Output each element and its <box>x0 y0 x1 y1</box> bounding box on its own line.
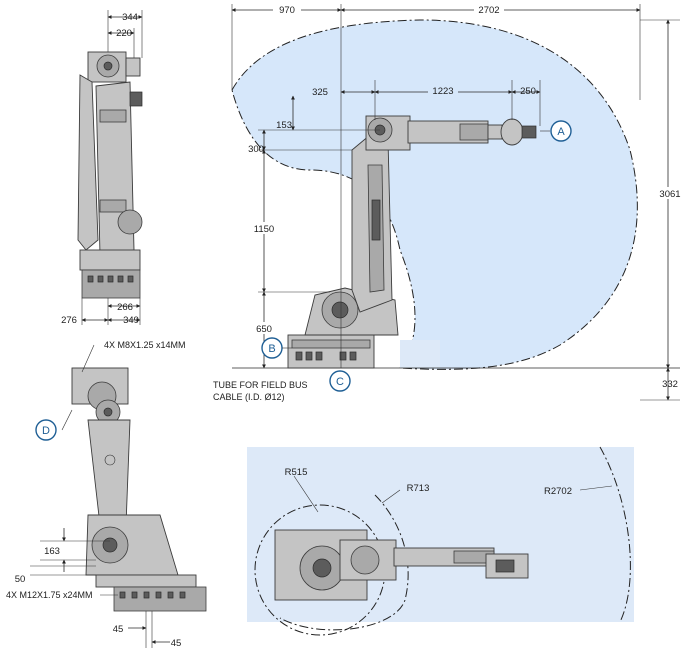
callout-b-label: B <box>268 343 275 355</box>
note-bolts-top: 4X M8X1.25 x14MM <box>104 340 186 350</box>
dim-650: 650 <box>256 324 272 335</box>
r713-arc <box>279 494 409 631</box>
robot-side-drawing <box>77 51 143 299</box>
dim-2702-top: 2702 <box>478 5 499 16</box>
dim-45-right: 45 <box>171 638 182 649</box>
dim-1223: 1223 <box>432 86 453 97</box>
callout-a-label: A <box>557 126 565 138</box>
callout-c <box>329 370 351 392</box>
robot-back-drawing <box>71 367 207 612</box>
dim-344: 344 <box>122 12 138 23</box>
front-view: 970 2702 325 1223 250 153 300 1150 650 3… <box>213 4 684 402</box>
label-r515: R515 <box>285 467 308 478</box>
side-view: 344 220 266 276 349 <box>61 10 143 326</box>
dim-300: 300 <box>248 144 264 155</box>
note-bolts-base: 4X M12X1.75 x24MM <box>6 590 93 600</box>
robot-top-drawing <box>274 529 529 601</box>
dim-349: 349 <box>123 315 139 326</box>
callout-d-label: D <box>42 425 50 437</box>
dim-1150: 1150 <box>254 224 274 235</box>
dim-163: 163 <box>44 546 60 557</box>
r2702-arc <box>599 446 631 623</box>
dim-332: 332 <box>662 379 678 390</box>
callout-d <box>35 419 57 441</box>
dim-45-left: 45 <box>113 624 124 635</box>
callout-a <box>550 120 572 142</box>
dim-153: 153 <box>276 120 292 131</box>
back-view: 4X M8X1.25 x14MM D 163 50 4X M12X1.75 x2… <box>6 340 207 649</box>
dim-970: 970 <box>279 5 295 16</box>
robot-front-drawing <box>287 115 537 369</box>
dim-250: 250 <box>520 86 536 97</box>
dim-50: 50 <box>15 574 26 585</box>
callout-c-label: C <box>336 376 344 388</box>
dim-220: 220 <box>116 28 132 39</box>
top-view: R515 R713 R2702 <box>247 446 634 636</box>
dim-3061: 3061 <box>659 189 680 200</box>
envelope-lower-fill <box>400 340 440 368</box>
tube-note-line2: CABLE (I.D. Ø12) <box>213 392 285 402</box>
label-r713: R713 <box>407 483 430 494</box>
label-r2702: R2702 <box>544 486 572 497</box>
dim-276: 276 <box>61 315 77 326</box>
work-envelope-front <box>231 19 638 370</box>
dim-266: 266 <box>117 302 133 313</box>
tube-note-line1: TUBE FOR FIELD BUS <box>213 380 308 390</box>
dim-325: 325 <box>312 87 328 98</box>
